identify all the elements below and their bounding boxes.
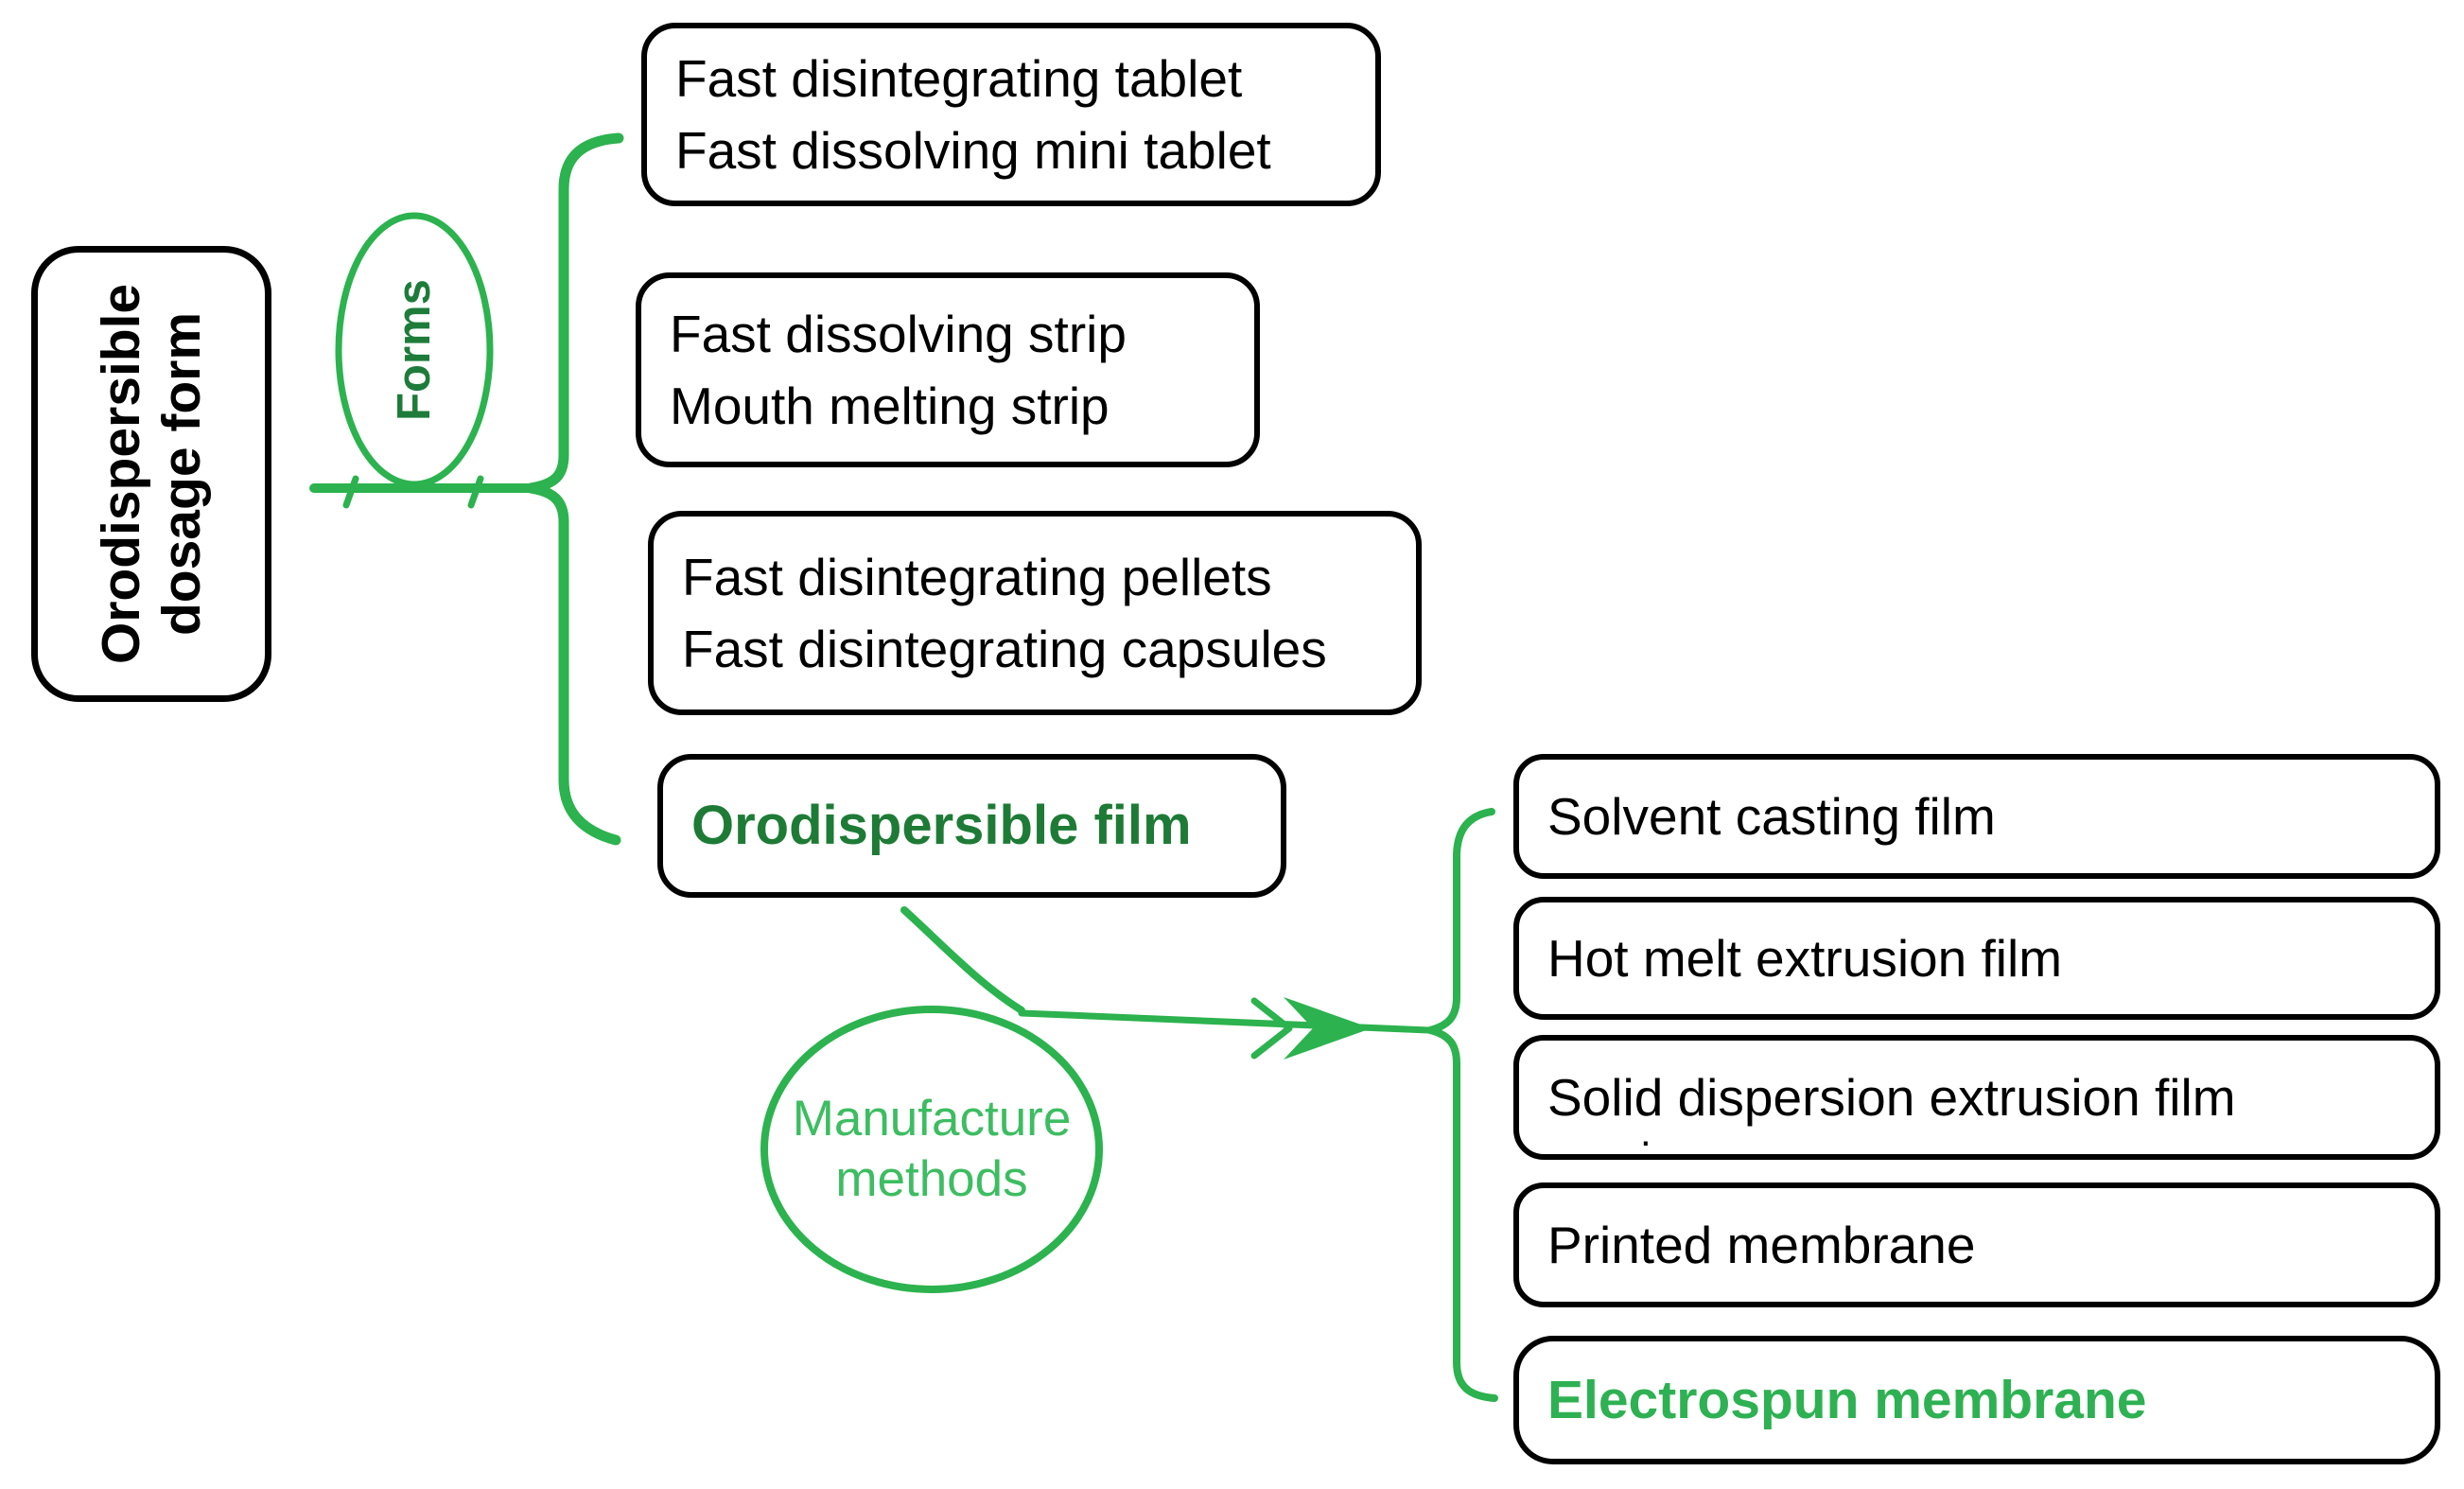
methods-arrow-feather <box>1250 997 1293 1060</box>
methods-arrowhead <box>1284 997 1372 1060</box>
forms-branch-tick <box>342 475 359 509</box>
manufacture-label: Manufacture methods <box>743 1089 1121 1210</box>
form-box-orodispersible-film: Orodispersible film <box>657 754 1286 898</box>
forms-ellipse <box>335 212 494 488</box>
forms-branch-tick <box>467 475 484 509</box>
form-box-line: Fast disintegrating capsules <box>682 620 1327 678</box>
film-to-methods-curve <box>900 906 1025 1014</box>
root-node-label: Orodispersible dosage form <box>91 284 212 664</box>
method-box-electrospun-membrane: Electrospun membrane <box>1513 1336 2440 1464</box>
root-node-line2: dosage form <box>151 311 213 637</box>
method-box-label: Printed membrane <box>1547 1216 1976 1274</box>
forms-brace <box>525 132 624 846</box>
form-box-fast-dissolving-strip: Fast dissolving strip Mouth melting stri… <box>636 272 1260 467</box>
form-box-line: Fast disintegrating tablet <box>675 49 1243 108</box>
root-node-box: Orodispersible dosage form <box>31 246 271 702</box>
stray-dot: . <box>1640 1110 1651 1154</box>
root-node-line1: Orodispersible <box>91 283 152 665</box>
methods-brace <box>1426 808 1498 1402</box>
method-box-solid-dispersion-extrusion-film: Solid dispersion extrusion film . <box>1513 1035 2440 1160</box>
form-box-line: Orodispersible film <box>691 795 1192 856</box>
form-box-fast-disintegrating-pellets: Fast disintegrating pellets Fast disinte… <box>648 511 1422 715</box>
method-box-hot-melt-extrusion-film: Hot melt extrusion film <box>1513 897 2440 1020</box>
manufacture-label-line1: Manufacture <box>792 1091 1072 1147</box>
method-box-printed-membrane: Printed membrane <box>1513 1182 2440 1307</box>
form-box-fast-disintegrating-tablet: Fast disintegrating tablet Fast dissolvi… <box>641 23 1381 206</box>
form-box-line: Fast disintegrating pellets <box>682 548 1272 606</box>
method-box-label: Electrospun membrane <box>1547 1370 2147 1430</box>
forms-label: Forms <box>389 279 440 421</box>
method-box-label: Hot melt extrusion film <box>1547 929 2063 988</box>
manufacture-label-line2: methods <box>835 1151 1028 1207</box>
method-box-label: Solid dispersion extrusion film <box>1547 1068 2236 1127</box>
form-box-line: Fast dissolving strip <box>670 305 1127 363</box>
form-box-line: Fast dissolving mini tablet <box>675 121 1271 180</box>
manufacture-ellipse <box>760 1006 1103 1293</box>
form-box-line: Mouth melting strip <box>670 377 1110 435</box>
method-box-label: Solvent casting film <box>1547 787 1996 846</box>
method-box-solvent-casting-film: Solvent casting film <box>1513 754 2440 879</box>
